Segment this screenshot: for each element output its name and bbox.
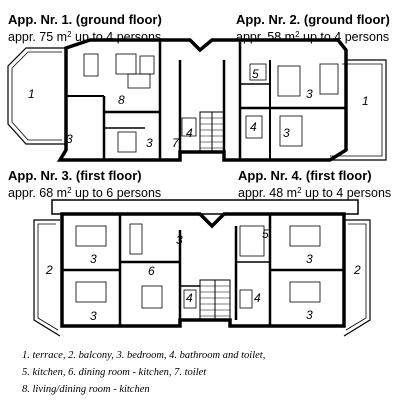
first-room-bedroom-d: 3 — [306, 252, 313, 266]
ground-room-bath-a: 4 — [186, 126, 193, 140]
apartment-3-area-unit: 2 — [67, 186, 72, 195]
ground-room-terrace-right: 1 — [362, 94, 369, 108]
apartment-4-area-value: appr. 48 m — [238, 186, 298, 200]
apartment-4-area: appr. 48 m2 up to 4 persons — [238, 183, 391, 201]
ground-room-kitchen: 5 — [252, 67, 259, 81]
first-room-bedroom-a: 3 — [90, 252, 97, 266]
first-room-bedroom-b: 3 — [90, 309, 97, 323]
ground-room-terrace-left: 1 — [28, 87, 35, 101]
ground-room-toilet: 7 — [172, 136, 180, 150]
apartment-4-title: App. Nr. 4. (first floor) — [238, 168, 372, 183]
apartment-2-area-unit: 2 — [295, 30, 300, 39]
first-room-bath-a: 4 — [186, 291, 193, 305]
legend-line-2: 5. kitchen, 6. dining room - kitchen, 7.… — [22, 367, 207, 378]
apartment-1-title: App. Nr. 1. (ground floor) — [8, 12, 162, 27]
legend-line-3: 8. living/dining room - kitchen — [22, 384, 150, 395]
first-room-dining: 6 — [148, 264, 155, 278]
ground-room-bedroom-c: 3 — [306, 87, 313, 101]
ground-room-living: 8 — [118, 93, 125, 107]
apartment-3-title: App. Nr. 3. (first floor) — [8, 168, 142, 183]
ground-floor-plan — [7, 38, 387, 162]
first-room-balcony-right: 2 — [353, 263, 361, 277]
ground-room-bedroom-a: 3 — [66, 132, 73, 146]
apartment-4-capacity: up to 4 persons — [301, 186, 392, 200]
ground-room-bath-b: 4 — [250, 120, 257, 134]
apartment-1-area-value: appr. 75 m — [8, 30, 68, 44]
first-room-bedroom-c: 3 — [176, 233, 183, 247]
first-room-kitchen: 5 — [262, 227, 269, 241]
ground-room-bedroom-d: 3 — [283, 126, 290, 140]
first-room-balcony-left: 2 — [45, 263, 53, 277]
first-room-bath-b: 4 — [254, 291, 261, 305]
apartment-3-capacity: up to 6 persons — [71, 186, 162, 200]
apartment-1-area-unit: 2 — [67, 30, 72, 39]
apartment-3-area-value: appr. 68 m — [8, 186, 68, 200]
ground-room-bedroom-b: 3 — [146, 136, 153, 150]
first-floor-plan — [33, 199, 371, 337]
apartment-3-area: appr. 68 m2 up to 6 persons — [8, 183, 161, 201]
apartment-2-title: App. Nr. 2. (ground floor) — [236, 12, 390, 27]
apartment-4-area-unit: 2 — [297, 186, 302, 195]
legend-line-1: 1. terrace, 2. balcony, 3. bedroom, 4. b… — [22, 350, 266, 361]
first-room-bedroom-e: 3 — [306, 308, 313, 322]
